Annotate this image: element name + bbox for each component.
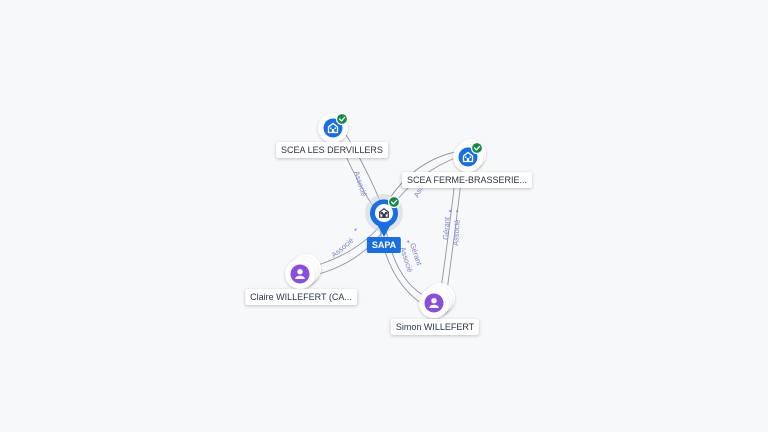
node-label-sapa[interactable]: SAPA xyxy=(366,237,402,253)
node-label-claire-willefert[interactable]: Claire WILLEFERT (CA... xyxy=(245,289,357,305)
check-badge-icon xyxy=(470,141,484,155)
edge-arrows xyxy=(354,209,459,243)
node-label-scea-dervillers[interactable]: SCEA LES DERVILLERS xyxy=(276,142,388,158)
node-scea-dervillers[interactable] xyxy=(318,112,349,143)
edge-label-claire-sapa: Associé xyxy=(330,236,356,260)
check-badge-icon xyxy=(387,195,401,209)
arrow-simon-sapa xyxy=(407,240,410,243)
edge-simon-ferme-2[interactable] xyxy=(445,173,463,299)
node-claire-willefert[interactable] xyxy=(285,254,321,289)
arrow-claire-sapa xyxy=(354,228,357,231)
node-scea-ferme-brasserie[interactable] xyxy=(453,139,486,172)
check-badge-icon xyxy=(335,112,349,126)
edge-label-simon-ferme-associe: Associé xyxy=(451,219,462,246)
edge-label-simon-ferme-gerant: Gérant xyxy=(441,216,452,240)
edge-label-dervillers-sapa: Associé xyxy=(352,170,369,198)
arrow-simon-ferme-2 xyxy=(456,209,459,212)
node-label-scea-ferme-brasserie[interactable]: SCEA FERME-BRASSERIE... xyxy=(401,172,533,188)
node-label-simon-willefert[interactable]: Simon WILLEFERT xyxy=(390,319,480,335)
node-simon-willefert[interactable] xyxy=(419,283,455,318)
node-sapa[interactable] xyxy=(365,194,403,237)
arrow-simon-ferme-1 xyxy=(449,209,452,212)
